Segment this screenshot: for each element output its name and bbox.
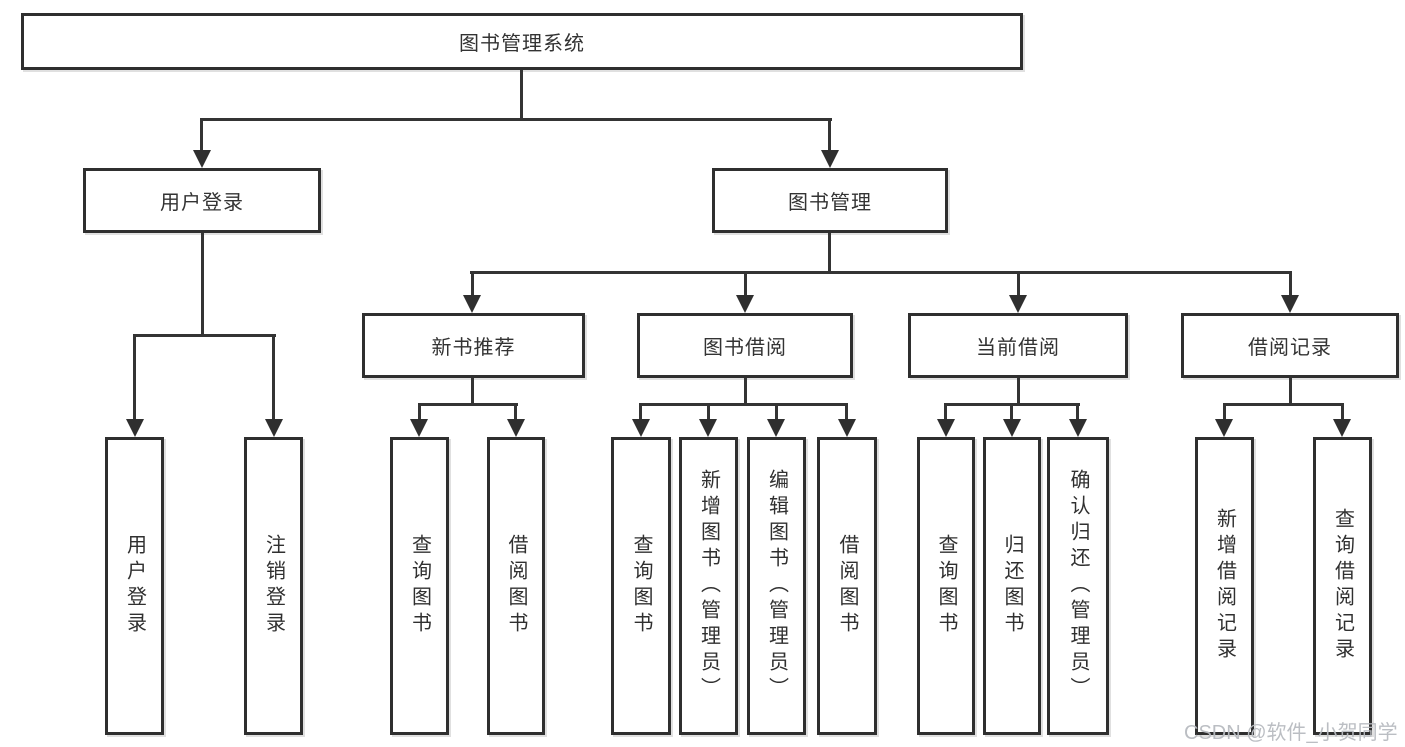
connector-line [744,378,747,406]
node-query-books-1: 查询图书 [390,437,449,735]
node-borrow-books-1: 借阅图书 [487,437,545,735]
node-borrow-books-2: 借阅图书 [817,437,877,735]
connector-line [744,271,747,297]
connector-line [1289,378,1292,406]
connector-line [828,118,831,152]
connector-line [514,403,517,423]
node-library-system: 图书管理系统 [21,13,1023,70]
arrow-down-icon [1069,419,1087,437]
connector-line [639,403,642,423]
node-user-login: 用户登录 [83,168,321,233]
csdn-watermark: CSDN @软件_小贺同学 [1184,722,1398,744]
node-add-borrow-record: 新增借阅记录 [1195,437,1254,735]
node-edit-book-admin: 编辑图书（管理员） [747,437,806,735]
arrow-down-icon [1215,419,1233,437]
arrow-down-icon [126,419,144,437]
connector-line [133,334,276,337]
node-logout: 注销登录 [244,437,303,735]
arrow-down-icon [265,419,283,437]
node-borrow-records: 借阅记录 [1181,313,1399,378]
arrow-down-icon [767,419,785,437]
node-add-book-admin: 新增图书（管理员） [679,437,738,735]
node-query-borrow-record: 查询借阅记录 [1313,437,1372,735]
arrow-down-icon [1281,295,1299,313]
connector-line [1223,403,1226,423]
connector-line [201,233,204,337]
connector-line [1341,403,1344,423]
arrow-down-icon [193,150,211,168]
arrow-down-icon [838,419,856,437]
connector-line [200,118,832,121]
connector-line [471,271,474,297]
node-new-book-recommend: 新书推荐 [362,313,585,378]
node-book-borrowing: 图书借阅 [637,313,853,378]
node-confirm-return-admin: 确认归还（管理员） [1047,437,1109,735]
node-query-books-3: 查询图书 [917,437,975,735]
connector-line [133,334,136,423]
connector-line [418,403,421,423]
node-new-book-recommend-label: 新书推荐 [431,337,516,359]
arrow-down-icon [410,419,428,437]
arrow-down-icon [736,295,754,313]
connector-line [845,403,848,423]
connector-line [775,403,778,423]
node-library-system-label: 图书管理系统 [459,33,585,55]
connector-line [471,378,474,406]
connector-line [200,118,203,152]
connector-line [1223,403,1344,406]
arrow-down-icon [1009,295,1027,313]
node-user-login-label: 用户登录 [160,192,244,214]
node-return-book: 归还图书 [983,437,1041,735]
node-query-books-2: 查询图书 [611,437,671,735]
connector-line [639,403,848,406]
node-current-borrowing: 当前借阅 [908,313,1128,378]
connector-line [520,70,523,121]
arrow-down-icon [507,419,525,437]
connector-line [470,271,1292,274]
connector-line [707,403,710,423]
connector-line [1017,378,1020,406]
connector-line [418,403,518,406]
arrow-down-icon [463,295,481,313]
node-borrow-records-label: 借阅记录 [1248,337,1332,359]
arrow-down-icon [699,419,717,437]
connector-line [828,233,831,274]
arrow-down-icon [821,150,839,168]
connector-line [272,334,275,423]
node-book-management-label: 图书管理 [788,192,872,214]
connector-line [1010,403,1013,423]
arrow-down-icon [937,419,955,437]
connector-line [944,403,947,423]
node-current-borrowing-label: 当前借阅 [976,337,1060,359]
connector-line [1289,271,1292,297]
node-user-login-leaf: 用户登录 [105,437,164,735]
connector-line [1017,271,1020,297]
arrow-down-icon [1333,419,1351,437]
arrow-down-icon [632,419,650,437]
connector-line [1076,403,1079,423]
node-book-management: 图书管理 [712,168,948,233]
arrow-down-icon [1003,419,1021,437]
node-book-borrowing-label: 图书借阅 [703,337,787,359]
